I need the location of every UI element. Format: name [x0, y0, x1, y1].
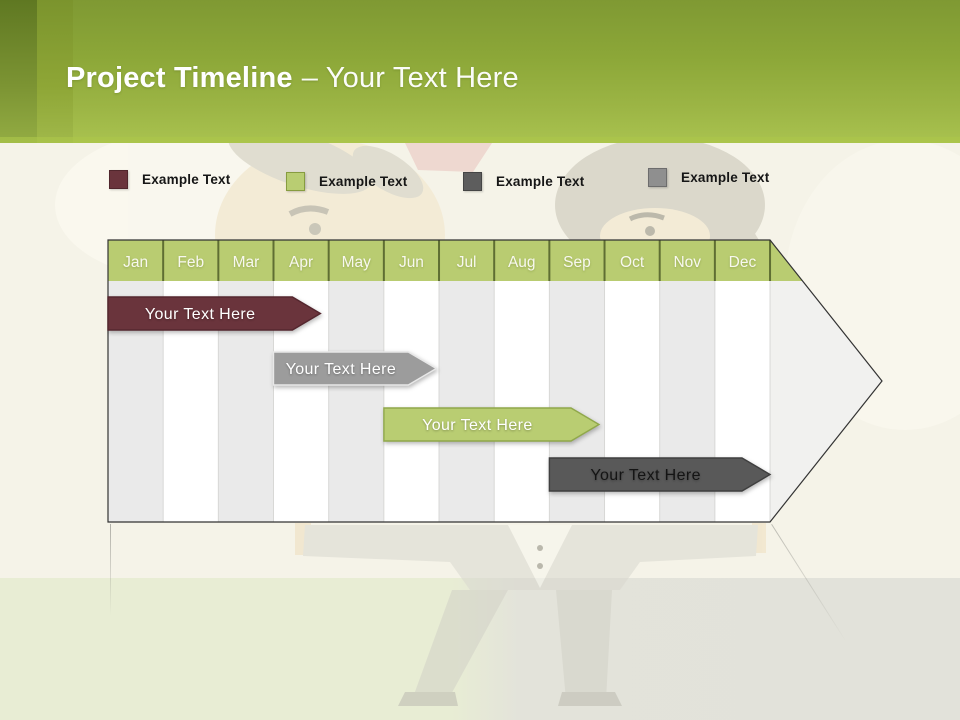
header-stripe-medium — [37, 0, 73, 143]
legend-label: Example Text — [681, 170, 770, 185]
month-label: Nov — [673, 254, 701, 271]
red-shape — [405, 143, 492, 172]
right-character-eyebrow — [628, 212, 665, 222]
task-bar-label: Your Text Here — [145, 306, 256, 323]
right-character-eye — [645, 226, 655, 236]
legend-swatch-3 — [648, 168, 667, 187]
month-header-band — [108, 240, 803, 281]
left-hand — [295, 523, 311, 555]
task-bar-label: Your Text Here — [422, 417, 533, 434]
left-character-eyebrow — [288, 205, 330, 217]
task-bar-label: Your Text Here — [590, 467, 701, 484]
month-label: Mar — [233, 254, 260, 271]
page-title: Project Timeline– Your Text Here — [66, 62, 519, 95]
legend-swatch-1 — [286, 172, 305, 191]
floor-background — [0, 578, 960, 720]
reflection-left-edge — [110, 524, 111, 616]
month-column — [383, 281, 440, 522]
month-column — [328, 281, 384, 522]
legend-swatch-0 — [109, 170, 128, 189]
month-label: Feb — [177, 254, 204, 271]
header-bottom-strip — [0, 137, 960, 143]
month-label: Jun — [399, 254, 424, 271]
month-column — [439, 281, 495, 522]
month-label: Aug — [508, 254, 536, 271]
arrow-outline — [107, 239, 883, 523]
legend-label: Example Text — [319, 174, 408, 189]
legend-label: Example Text — [142, 172, 231, 187]
header-stripe-dark — [0, 0, 37, 143]
task-bar — [107, 296, 322, 331]
month-label: Sep — [563, 254, 591, 271]
page-title-bold: Project Timeline — [66, 62, 293, 94]
month-label: May — [342, 254, 372, 271]
task-bar — [272, 351, 438, 386]
legend-label: Example Text — [496, 174, 585, 189]
month-label: Apr — [289, 254, 313, 271]
task-bar — [548, 457, 772, 492]
left-character-eye — [309, 223, 321, 235]
month-label: Oct — [620, 254, 645, 271]
title-bar: Project Timeline– Your Text Here — [0, 0, 960, 143]
right-hand — [752, 523, 766, 553]
legend-item-4: Example Text — [648, 168, 769, 187]
month-column — [494, 281, 550, 522]
button — [537, 563, 543, 569]
task-bar — [383, 407, 601, 442]
button — [537, 545, 543, 551]
legend-swatch-2 — [463, 172, 482, 191]
month-label: Dec — [729, 254, 757, 271]
task-bar-label: Your Text Here — [286, 361, 397, 378]
legend-item-3: Example Text — [463, 172, 584, 191]
legend-item-1: Example Text — [109, 170, 230, 189]
month-label: Jan — [123, 254, 148, 271]
page-title-rest: – Your Text Here — [301, 62, 519, 94]
month-label: Jul — [457, 254, 477, 271]
legend-item-2: Example Text — [286, 172, 407, 191]
